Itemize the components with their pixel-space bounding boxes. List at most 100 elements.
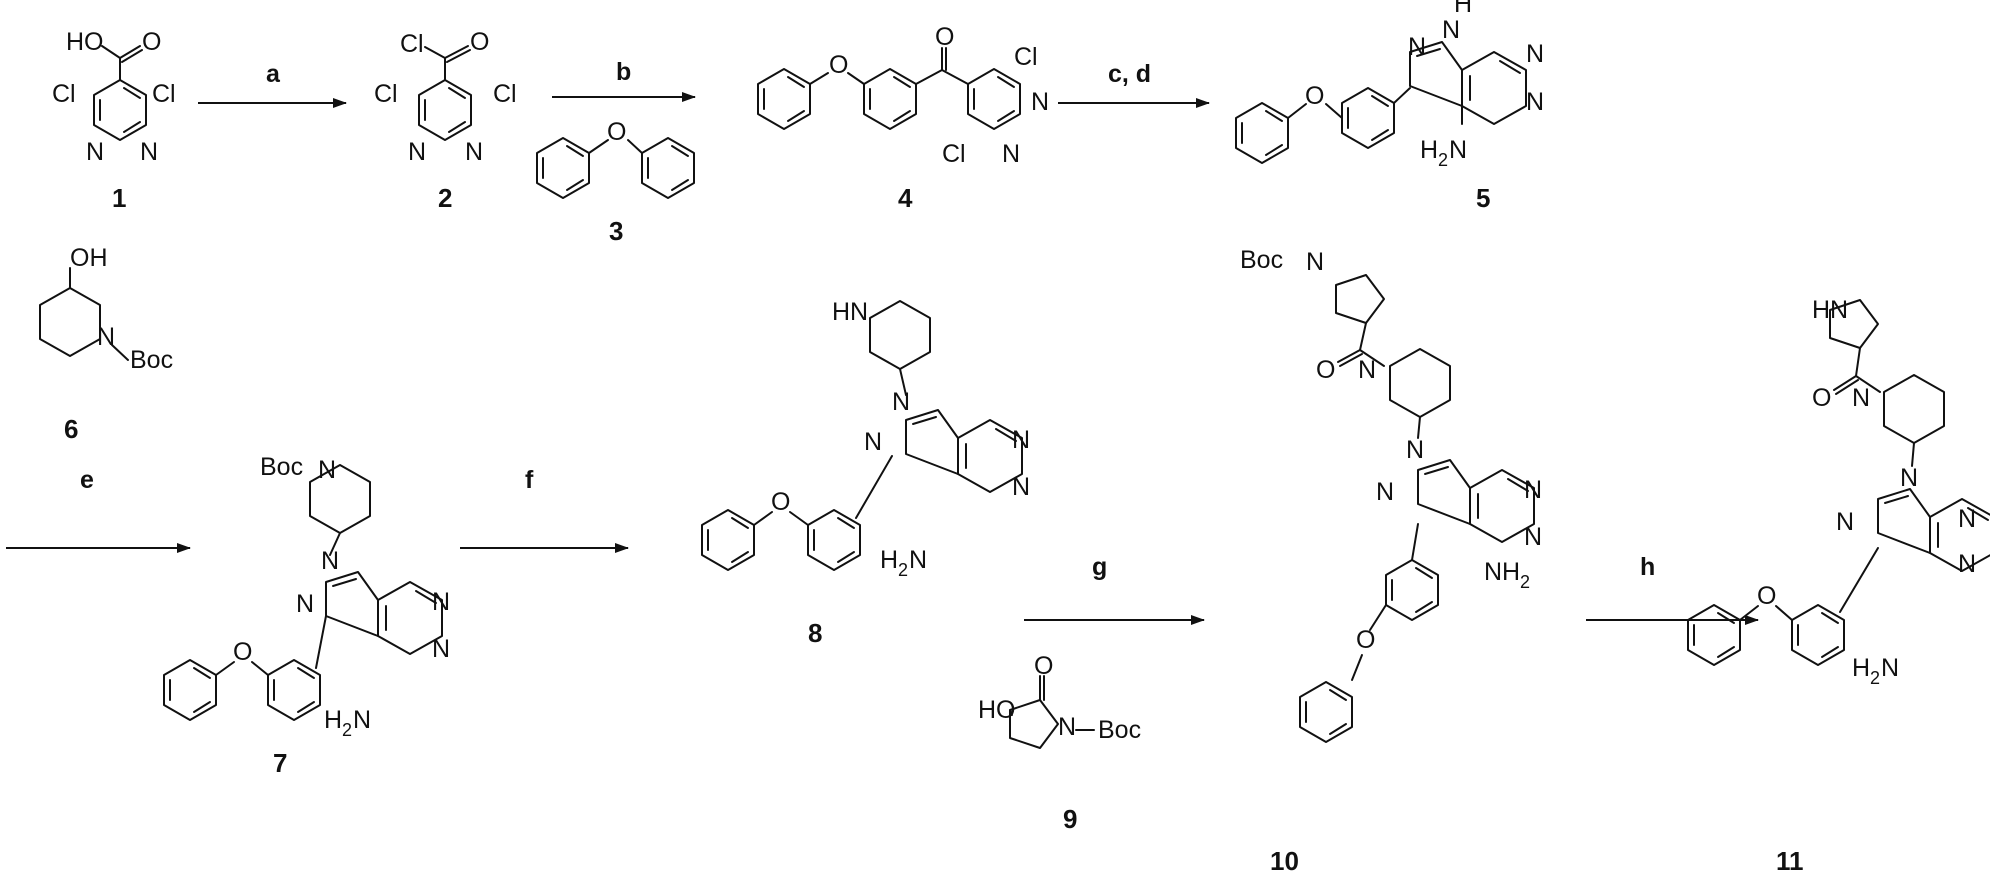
- atom-o: O: [1757, 582, 1776, 610]
- atom-hn: HN: [832, 298, 868, 326]
- compound-label-8: 8: [808, 618, 822, 648]
- atom-o: O: [935, 23, 954, 51]
- condition-a: a: [266, 60, 281, 88]
- svg-text:2: 2: [1870, 668, 1880, 688]
- svg-text:2: 2: [1438, 150, 1448, 170]
- atom-o: O: [1305, 82, 1324, 110]
- svg-text:2: 2: [1520, 572, 1530, 592]
- condition-f: f: [525, 466, 534, 494]
- atom-cl: Cl: [374, 80, 398, 108]
- atom-n: N: [1524, 476, 1542, 504]
- atom-o: O: [771, 488, 790, 516]
- atom-o: O: [1356, 626, 1375, 654]
- amine-h2n: H 2 N: [880, 546, 927, 580]
- atom-boc: Boc: [260, 453, 303, 481]
- compound-label-7: 7: [273, 748, 287, 778]
- atom-boc: Boc: [130, 346, 173, 374]
- atom-o: O: [1034, 652, 1053, 680]
- atom-n: N: [1012, 426, 1030, 454]
- atom-n: N: [1012, 473, 1030, 501]
- amine-h2n: H 2 N: [1420, 136, 1467, 170]
- atom-o: O: [829, 51, 848, 79]
- atom-n: N: [140, 138, 158, 166]
- compound-label-11: 11: [1776, 846, 1804, 876]
- compound-1-structure: HO O Cl Cl N N: [52, 28, 176, 166]
- condition-e: e: [80, 466, 94, 494]
- atom-n: N: [1442, 16, 1460, 44]
- atom-n: N: [1524, 523, 1542, 551]
- compound-label-4: 4: [898, 183, 913, 213]
- atom-h: H: [1454, 0, 1472, 18]
- atom-n: N: [432, 588, 450, 616]
- svg-text:N: N: [1449, 136, 1467, 164]
- atom-n: N: [1406, 436, 1424, 464]
- atom-n: N: [1526, 40, 1544, 68]
- atom-n: N: [1058, 713, 1076, 741]
- atom-boc: Boc: [1098, 716, 1141, 744]
- atom-n: N: [1852, 384, 1870, 412]
- amine-nh2: NH 2: [1484, 558, 1530, 592]
- atom-n: N: [296, 590, 314, 618]
- atom-o: O: [607, 118, 626, 146]
- amine-h2n: H 2 N: [1852, 654, 1899, 688]
- atom-cl: Cl: [942, 140, 966, 168]
- compound-6-structure: OH N Boc: [39, 244, 173, 374]
- atom-cl: Cl: [152, 80, 176, 108]
- compound-5-structure: O N N H N N H 2 N: [1235, 0, 1544, 170]
- atom-n: N: [1958, 505, 1976, 533]
- atom-n: N: [1002, 140, 1020, 168]
- atom-n: N: [432, 635, 450, 663]
- compound-7-structure: Boc N N N N N O H 2 N: [163, 453, 450, 740]
- atom-cl: Cl: [52, 80, 76, 108]
- svg-text:NH: NH: [1484, 558, 1520, 586]
- atom-ho: HO: [978, 696, 1016, 724]
- compound-2-structure: Cl O Cl Cl N N: [374, 28, 517, 166]
- atom-n: N: [1306, 248, 1324, 276]
- condition-b: b: [616, 58, 631, 86]
- atom-n: N: [1836, 508, 1854, 536]
- condition-g: g: [1092, 553, 1107, 581]
- atom-oh: OH: [70, 244, 108, 272]
- atom-o: O: [142, 28, 161, 56]
- svg-text:N: N: [909, 546, 927, 574]
- atom-cl: Cl: [400, 30, 424, 58]
- compound-3-structure: O: [536, 118, 695, 199]
- svg-text:H: H: [1852, 654, 1870, 682]
- atom-n: N: [318, 456, 336, 484]
- atom-n: N: [1526, 88, 1544, 116]
- svg-text:H: H: [880, 546, 898, 574]
- atom-n: N: [97, 323, 115, 351]
- svg-text:2: 2: [342, 720, 352, 740]
- atom-o: O: [470, 28, 489, 56]
- compound-label-9: 9: [1063, 804, 1077, 834]
- atom-o: O: [1316, 356, 1335, 384]
- svg-text:N: N: [353, 706, 371, 734]
- atom-o: O: [1812, 384, 1831, 412]
- compound-8-structure: HN N N N N O H 2 N: [701, 298, 1030, 580]
- amine-h2n: H 2 N: [324, 706, 371, 740]
- atom-n: N: [408, 138, 426, 166]
- compound-label-5: 5: [1476, 183, 1490, 213]
- compound-4-structure: O O Cl N N Cl: [757, 23, 1049, 168]
- atom-o: O: [233, 638, 252, 666]
- compound-11-structure: HN O N N N N N O H 2 N: [1687, 296, 1990, 688]
- atom-n: N: [864, 428, 882, 456]
- atom-n: N: [1958, 550, 1976, 578]
- svg-text:2: 2: [898, 560, 908, 580]
- atom-n: N: [321, 547, 339, 575]
- compound-label-6: 6: [64, 414, 78, 444]
- atom-n: N: [1358, 356, 1376, 384]
- compound-10-structure: Boc N O N N N N N NH 2 O: [1240, 246, 1542, 743]
- atom-n: N: [1900, 464, 1918, 492]
- svg-text:N: N: [1881, 654, 1899, 682]
- atom-boc: Boc: [1240, 246, 1283, 274]
- atom-cl: Cl: [493, 80, 517, 108]
- atom-ho: HO: [66, 28, 104, 56]
- compound-label-10: 10: [1270, 846, 1299, 876]
- compound-label-2: 2: [438, 183, 452, 213]
- atom-n: N: [892, 388, 910, 416]
- condition-cd: c, d: [1108, 60, 1151, 88]
- atom-n: N: [1376, 478, 1394, 506]
- compound-label-1: 1: [112, 183, 126, 213]
